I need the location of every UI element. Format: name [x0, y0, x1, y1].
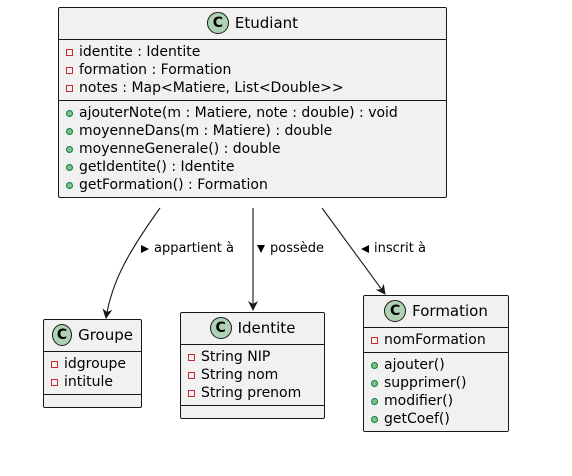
method-text: ajouterNote(m : Matiere, note : double) … [79, 105, 398, 121]
direction-right-icon [141, 244, 149, 253]
method-text: getIdentite() : Identite [79, 159, 235, 175]
attribute-text: nomFormation [384, 332, 486, 348]
class-header: C Etudiant [59, 8, 446, 40]
class-name: Formation [412, 302, 488, 320]
attribute-text: identite : Identite [79, 44, 201, 60]
class-identite[interactable]: C Identite String NIP String nom String … [180, 312, 325, 419]
class-header: C Groupe [44, 320, 141, 352]
class-name: Etudiant [234, 14, 299, 32]
private-icon [371, 336, 378, 344]
private-icon [51, 360, 58, 368]
edge-label-inscrit: inscrit à [361, 241, 426, 256]
public-icon [66, 163, 73, 171]
private-icon [188, 371, 195, 379]
attributes-section: idgroupe intitule [44, 352, 141, 395]
method-row: modifier() [371, 392, 502, 410]
method-text: modifier() [384, 393, 454, 409]
methods-section [44, 395, 141, 407]
class-name: Identite [237, 319, 296, 337]
class-c-icon: C [384, 300, 407, 322]
class-c-icon: C [209, 317, 232, 339]
attribute-row: nomFormation [371, 331, 502, 349]
public-icon [66, 181, 73, 189]
class-header: C Formation [364, 296, 508, 328]
method-text: getCoef() [384, 411, 450, 427]
attribute-text: String nom [201, 367, 279, 383]
private-icon [51, 378, 58, 386]
attribute-row: String nom [188, 366, 318, 384]
method-row: moyenneGenerale() : double [66, 140, 440, 158]
attribute-row: idgroupe [51, 355, 135, 373]
class-name: Groupe [78, 326, 133, 344]
public-icon [371, 415, 378, 423]
edge-label-text: appartient à [154, 241, 234, 256]
attribute-text: idgroupe [64, 356, 127, 372]
methods-section: ajouterNote(m : Matiere, note : double) … [59, 101, 446, 197]
edge-label-text: inscrit à [374, 241, 426, 256]
method-text: moyenneDans(m : Matiere) : double [79, 123, 333, 139]
class-groupe[interactable]: C Groupe idgroupe intitule [43, 319, 142, 408]
attribute-row: String NIP [188, 348, 318, 366]
attribute-row: identite : Identite [66, 43, 440, 61]
public-icon [66, 145, 73, 153]
class-formation[interactable]: C Formation nomFormation ajouter() suppr… [363, 295, 509, 432]
class-c-icon: C [206, 12, 229, 34]
private-icon [188, 389, 195, 397]
methods-section [181, 406, 324, 418]
method-row: supprimer() [371, 374, 502, 392]
edge-label-appartient: appartient à [141, 241, 234, 256]
method-row: getIdentite() : Identite [66, 158, 440, 176]
edge-label-possede: possède [257, 241, 324, 256]
public-icon [66, 127, 73, 135]
public-icon [371, 361, 378, 369]
method-row: moyenneDans(m : Matiere) : double [66, 122, 440, 140]
class-etudiant[interactable]: C Etudiant identite : Identite formation… [58, 7, 447, 198]
attribute-text: String NIP [201, 349, 271, 365]
class-header: C Identite [181, 313, 324, 345]
class-c-icon: C [52, 324, 73, 346]
method-row: getFormation() : Formation [66, 176, 440, 194]
private-icon [66, 66, 73, 74]
edge-label-text: possède [270, 241, 324, 256]
direction-left-icon [361, 244, 369, 253]
method-text: supprimer() [384, 375, 467, 391]
public-icon [371, 397, 378, 405]
method-row: ajouterNote(m : Matiere, note : double) … [66, 104, 440, 122]
attributes-section: String NIP String nom String prenom [181, 345, 324, 406]
attribute-row: String prenom [188, 384, 318, 402]
private-icon [66, 48, 73, 56]
attributes-section: identite : Identite formation : Formatio… [59, 40, 446, 101]
public-icon [66, 109, 73, 117]
methods-section: ajouter() supprimer() modifier() getCoef… [364, 353, 508, 431]
method-text: getFormation() : Formation [79, 177, 268, 193]
method-text: ajouter() [384, 357, 445, 373]
attribute-text: intitule [64, 374, 114, 390]
method-row: getCoef() [371, 410, 502, 428]
attribute-text: formation : Formation [79, 62, 232, 78]
method-row: ajouter() [371, 356, 502, 374]
attribute-text: String prenom [201, 385, 302, 401]
private-icon [66, 84, 73, 92]
public-icon [371, 379, 378, 387]
method-text: moyenneGenerale() : double [79, 141, 281, 157]
attribute-text: notes : Map<Matiere, List<Double>> [79, 80, 344, 96]
attribute-row: formation : Formation [66, 61, 440, 79]
private-icon [188, 353, 195, 361]
direction-down-icon [257, 244, 265, 253]
attribute-row: notes : Map<Matiere, List<Double>> [66, 79, 440, 97]
attributes-section: nomFormation [364, 328, 508, 353]
attribute-row: intitule [51, 373, 135, 391]
